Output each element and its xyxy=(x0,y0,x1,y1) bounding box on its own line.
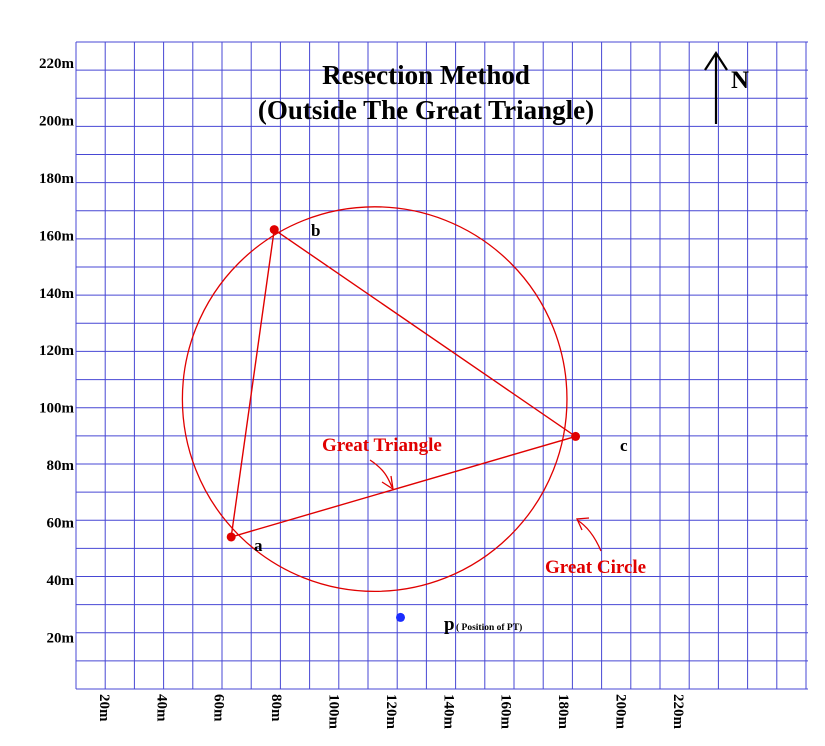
x-tick-label: 220m xyxy=(670,694,686,730)
point-c-label: c xyxy=(620,436,628,455)
x-tick-label: 120m xyxy=(383,694,399,730)
x-tick-label: 20m xyxy=(96,694,112,722)
point-p-label: p xyxy=(444,614,455,635)
y-tick-label: 140m xyxy=(39,286,75,302)
grid xyxy=(75,41,808,690)
y-tick-label: 60m xyxy=(47,516,75,532)
x-tick-label: 80m xyxy=(268,694,284,722)
x-tick-label: 40m xyxy=(153,694,169,722)
point-c xyxy=(571,431,581,441)
x-tick-label: 200m xyxy=(613,694,629,730)
y-tick-label: 20m xyxy=(47,631,75,647)
great-triangle-arrowhead-icon xyxy=(381,475,394,491)
north-arrow-icon xyxy=(704,50,728,124)
y-tick-label: 220m xyxy=(39,56,75,72)
x-tick-label: 100m xyxy=(326,694,342,730)
point-b-label: b xyxy=(311,221,320,240)
point-b xyxy=(269,225,279,235)
great-circle-pointer xyxy=(576,519,602,552)
y-tick-label: 160m xyxy=(39,228,75,244)
y-tick-label: 200m xyxy=(39,113,75,129)
x-tick-label: 60m xyxy=(211,694,227,722)
x-axis-labels: 20m 40m 60m 80m 100m 120m 140m 160m 180m 200m 220m xyxy=(96,694,686,730)
title-line-2: (Outside The Great Triangle) xyxy=(258,95,594,125)
y-axis-labels: 220m 200m 180m 160m 140m 120m 100m 80m 60m 40m 20m xyxy=(39,56,75,647)
great-circle-label: Great Circle xyxy=(545,557,646,578)
title-line-1: Resection Method xyxy=(322,60,530,90)
y-tick-label: 80m xyxy=(47,458,75,474)
y-tick-label: 40m xyxy=(47,573,75,589)
y-tick-label: 180m xyxy=(39,171,75,187)
great-triangle-pointer xyxy=(369,459,393,488)
great-circle-arrowhead-icon xyxy=(576,517,590,531)
y-tick-label: 120m xyxy=(39,343,75,359)
point-a xyxy=(226,532,236,542)
x-tick-label: 160m xyxy=(498,694,514,730)
great-circle xyxy=(181,206,568,593)
great-triangle xyxy=(230,228,578,538)
great-triangle-label: Great Triangle xyxy=(322,435,442,456)
y-tick-label: 100m xyxy=(39,401,75,417)
point-a-label: a xyxy=(254,536,263,555)
x-tick-label: 140m xyxy=(440,694,456,730)
x-tick-label: 180m xyxy=(555,694,571,730)
point-p xyxy=(396,612,406,622)
point-p-annotation: ( Position of PT) xyxy=(456,622,522,633)
north-label: N xyxy=(731,67,749,94)
